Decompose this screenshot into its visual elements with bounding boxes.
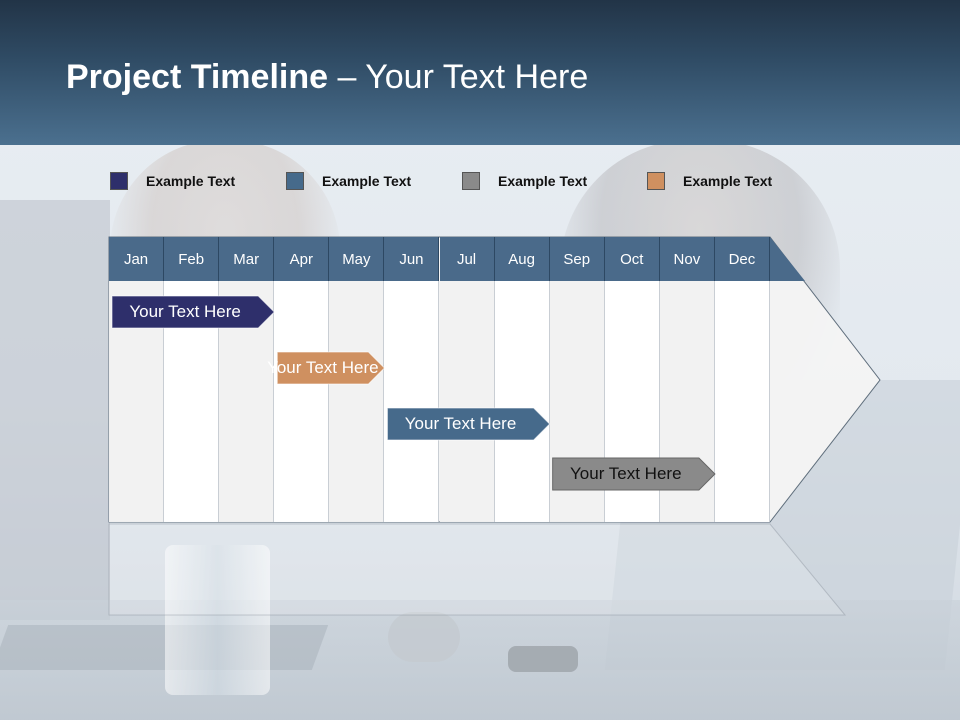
- month-header-mar: Mar: [219, 237, 275, 281]
- month-header-jul: Jul: [439, 237, 495, 281]
- legend-swatch: [286, 172, 304, 190]
- month-column: [329, 281, 385, 522]
- legend-label: Example Text: [146, 173, 236, 189]
- phone-shape: [508, 646, 578, 672]
- month-column: [494, 281, 550, 522]
- month-header-nov: Nov: [659, 237, 715, 281]
- legend-swatch: [110, 172, 128, 190]
- title-bold: Project Timeline: [66, 58, 329, 96]
- page-title: Project Timeline – Your Text Here: [66, 58, 588, 97]
- legend-swatch: [647, 172, 665, 190]
- legend-label: Example Text: [683, 173, 773, 189]
- month-header-sep: Sep: [549, 237, 605, 281]
- legend-item: Example Text: [647, 170, 772, 192]
- legend-swatch: [462, 172, 480, 190]
- legend-item: Example Text: [286, 170, 411, 192]
- task-bar-label: Your Text Here: [570, 464, 682, 483]
- legend-item: Example Text: [110, 170, 235, 192]
- month-header-apr: Apr: [274, 237, 330, 281]
- header-banner: Project Timeline – Your Text Here: [0, 0, 960, 145]
- arrow-reflection: [108, 523, 847, 616]
- arrow-head-top: [770, 237, 805, 281]
- title-rest: – Your Text Here: [328, 58, 589, 96]
- month-header-feb: Feb: [164, 237, 220, 281]
- month-column: [274, 281, 330, 522]
- month-column: [714, 281, 770, 522]
- legend-label: Example Text: [322, 173, 412, 189]
- month-header-jan: Jan: [109, 237, 165, 281]
- task-bar-label: Your Text Here: [267, 358, 379, 377]
- legend-label: Example Text: [498, 173, 588, 189]
- legend-item: Example Text: [462, 170, 587, 192]
- month-header-dec: Dec: [714, 237, 770, 281]
- glass-shape: [165, 545, 270, 695]
- month-header-aug: Aug: [494, 237, 550, 281]
- month-header-may: May: [329, 237, 385, 281]
- month-header-oct: Oct: [604, 237, 660, 281]
- monitor-shape: [0, 200, 110, 620]
- mouse-shape: [388, 612, 460, 662]
- month-header-jun: Jun: [384, 237, 440, 281]
- task-bar-label: Your Text Here: [129, 302, 241, 321]
- month-column: [384, 281, 440, 522]
- task-bar-label: Your Text Here: [404, 414, 517, 433]
- month-column: [439, 281, 495, 522]
